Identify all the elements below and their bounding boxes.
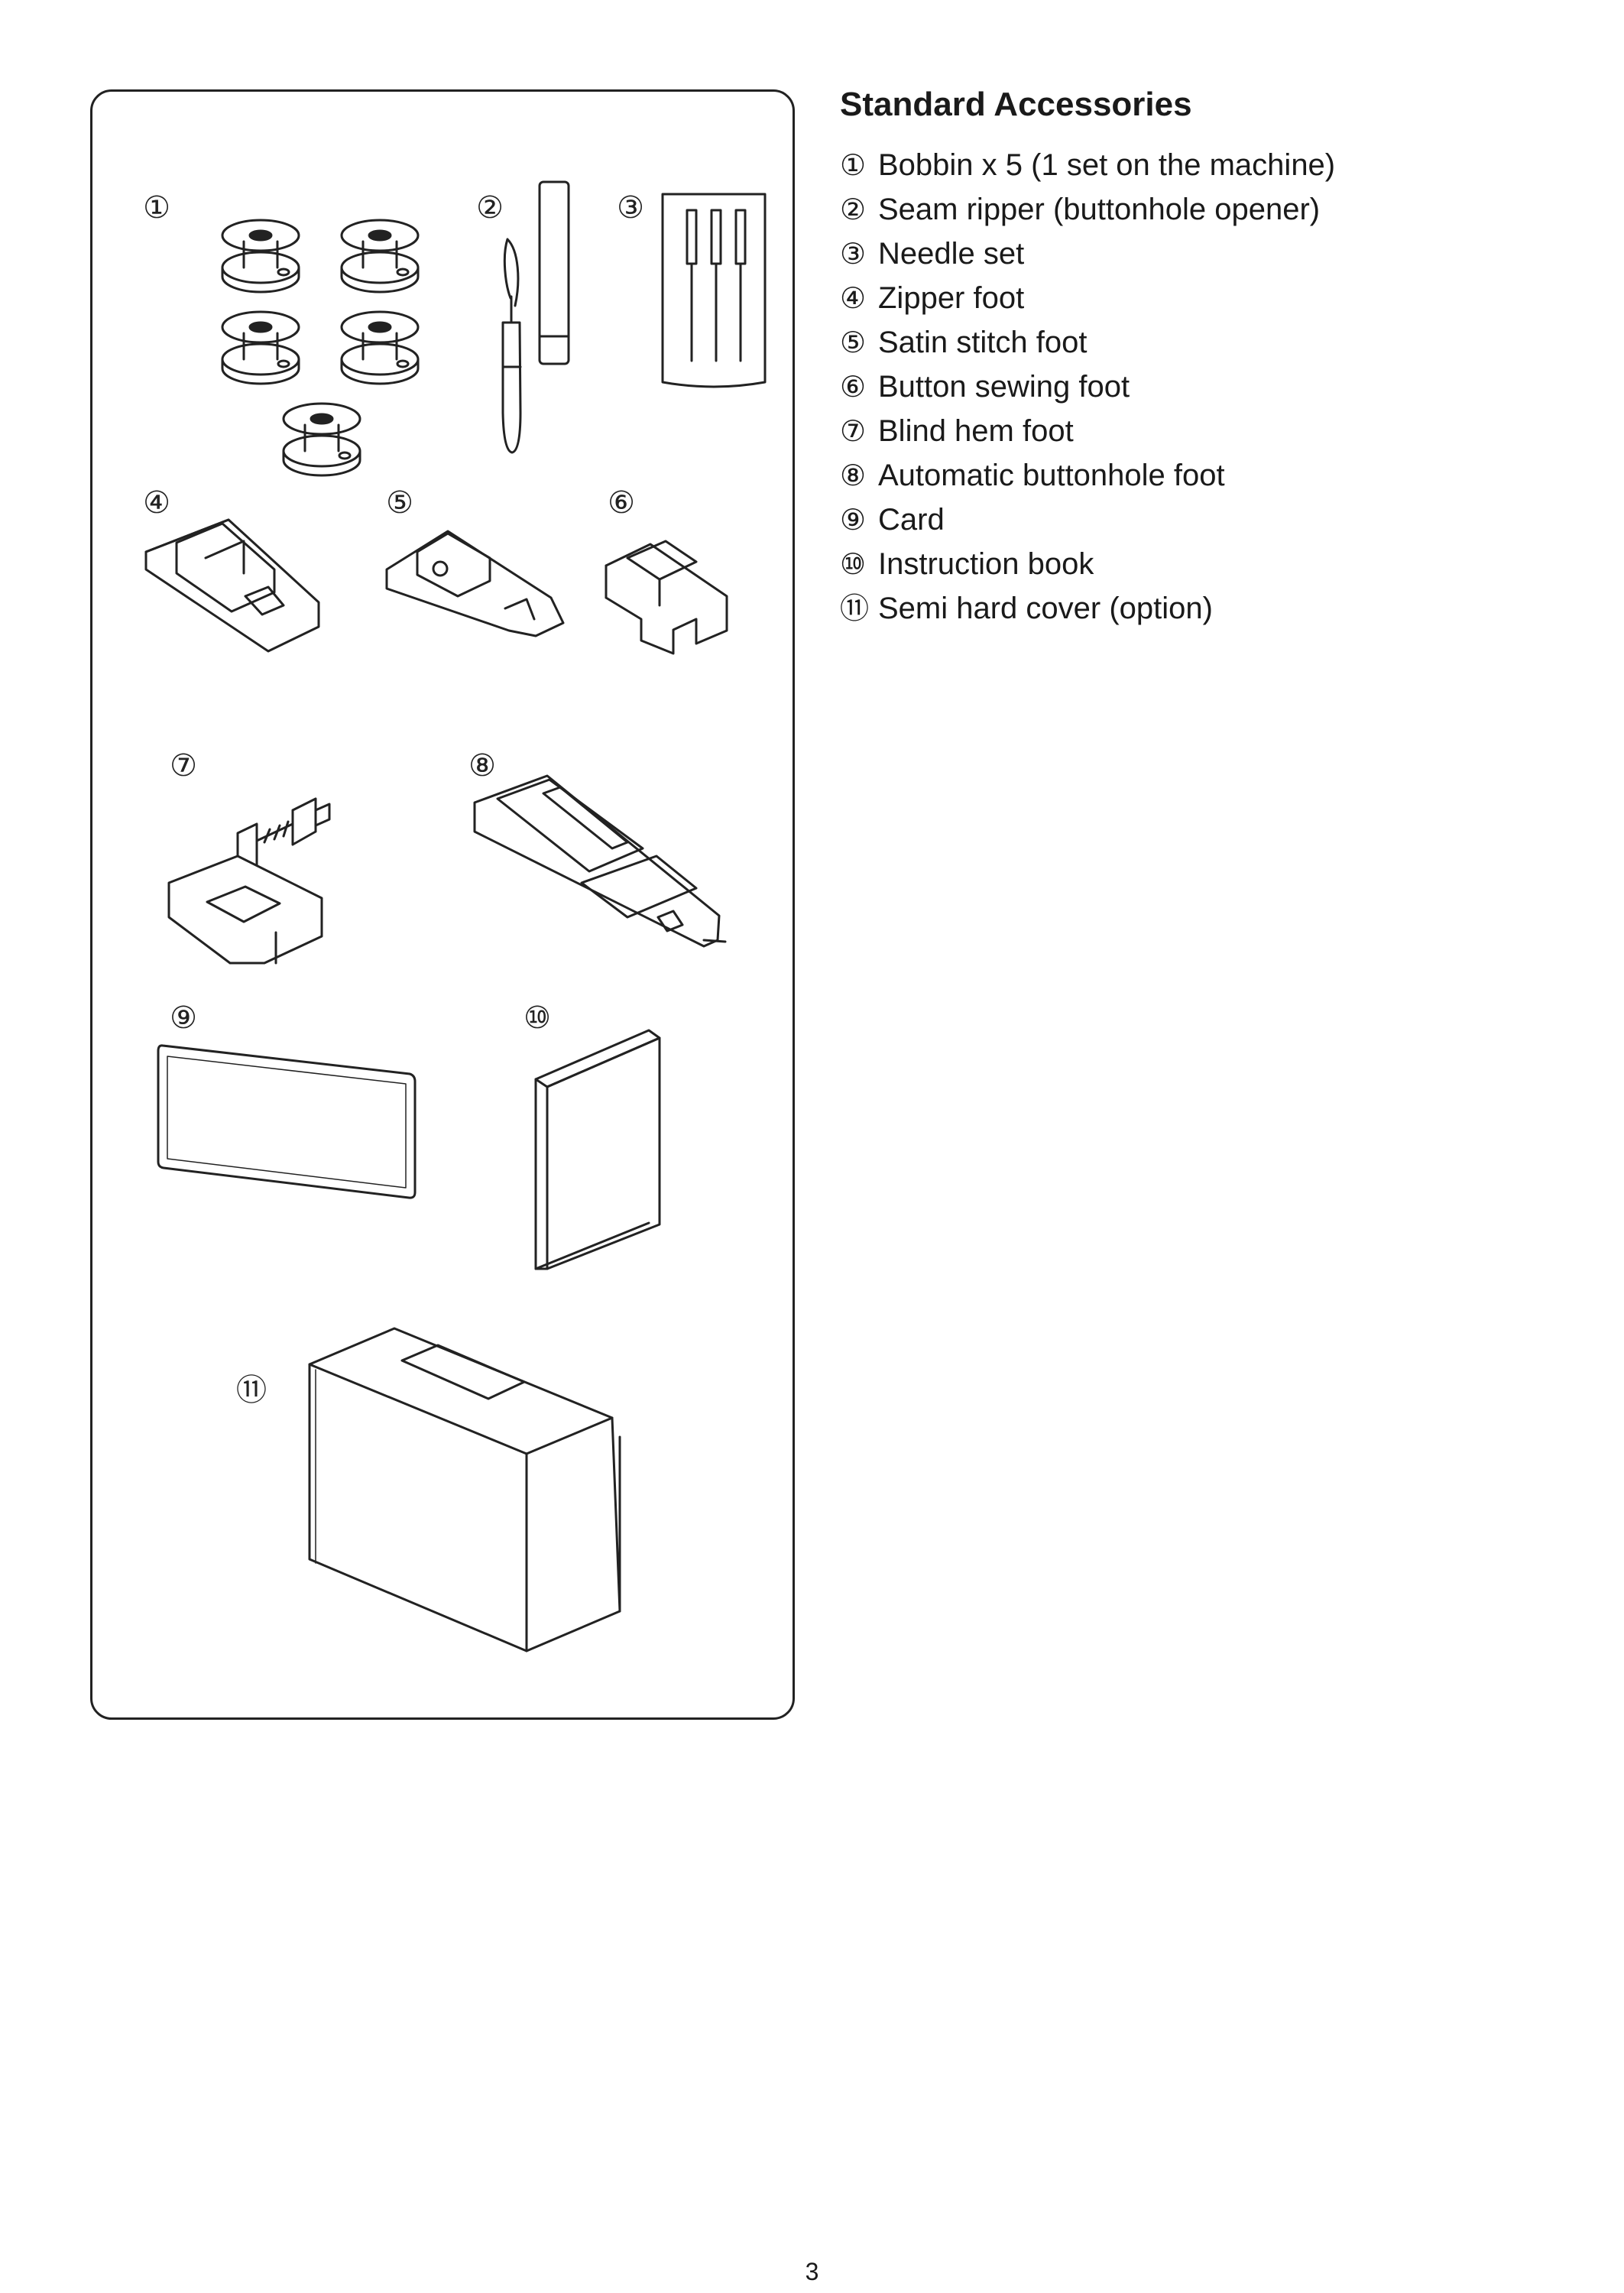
card-illustration [157, 1044, 417, 1199]
list-item: ⑤ Satin stitch foot [840, 320, 1335, 365]
item-label: Blind hem foot [878, 414, 1074, 448]
page-number: 3 [805, 2258, 819, 2285]
accessories-illustration-panel: ① ② ③ ④ ⑤ ⑥ ⑦ ⑧ ⑨ ⑩ ⑪ [90, 89, 795, 1720]
item-number: ⑨ [840, 503, 867, 537]
item-number: ③ [840, 237, 867, 271]
item-label: Zipper foot [878, 281, 1025, 315]
figure-marker-5: ⑤ [386, 485, 413, 521]
list-item: ⑨ Card [840, 498, 1335, 542]
item-number: ① [840, 148, 867, 182]
zipper-foot-illustration [144, 518, 320, 653]
figure-marker-10: ⑩ [524, 1001, 551, 1036]
section-title: Standard Accessories [840, 86, 1192, 123]
list-item: ① Bobbin x 5 (1 set on the machine) [840, 143, 1335, 187]
list-item: ⑧ Automatic buttonhole foot [840, 453, 1335, 498]
item-label: Needle set [878, 237, 1025, 271]
item-number: ② [840, 193, 867, 226]
blind-hem-foot-illustration [167, 797, 331, 965]
accessory-list: ① Bobbin x 5 (1 set on the machine) ② Seam… [840, 143, 1335, 631]
figure-marker-1: ① [143, 190, 170, 225]
item-number: ⑪ [840, 592, 870, 625]
figure-marker-4: ④ [143, 485, 170, 521]
figure-marker-3: ③ [617, 190, 644, 225]
figure-marker-9: ⑨ [170, 1001, 197, 1036]
item-label: Instruction book [878, 547, 1094, 581]
list-item: ⑩ Instruction book [840, 542, 1335, 586]
item-label: Bobbin x 5 (1 set on the machine) [878, 148, 1336, 182]
semi-hard-cover-illustration [308, 1327, 621, 1652]
list-item: ② Seam ripper (buttonhole opener) [840, 187, 1335, 232]
list-item: ④ Zipper foot [840, 276, 1335, 320]
item-label: Satin stitch foot [878, 326, 1088, 359]
item-label: Card [878, 503, 945, 537]
list-item: ③ Needle set [840, 232, 1335, 276]
item-number: ⑩ [840, 547, 867, 581]
item-label: Seam ripper (buttonhole opener) [878, 193, 1321, 226]
item-label: Automatic buttonhole foot [878, 459, 1225, 492]
list-item: ⑥ Button sewing foot [840, 365, 1335, 409]
figure-marker-11: ⑪ [236, 1373, 267, 1408]
item-number: ⑤ [840, 326, 867, 359]
seam-ripper-illustration [501, 180, 570, 454]
satin-stitch-foot-illustration [385, 530, 565, 637]
item-label: Semi hard cover (option) [878, 592, 1213, 625]
automatic-buttonhole-foot-illustration [473, 774, 727, 948]
figure-marker-6: ⑥ [608, 485, 635, 521]
instruction-book-illustration [534, 1029, 661, 1270]
figure-marker-7: ⑦ [170, 748, 197, 783]
item-label: Button sewing foot [878, 370, 1130, 404]
item-number: ⑧ [840, 459, 867, 492]
figure-marker-2: ② [476, 190, 504, 225]
item-number: ④ [840, 281, 867, 315]
figure-marker-8: ⑧ [468, 748, 496, 783]
item-number: ⑥ [840, 370, 867, 404]
item-number: ⑦ [840, 414, 867, 448]
button-sewing-foot-illustration [605, 540, 728, 655]
needle-set-illustration [661, 193, 767, 388]
bobbins-illustration [221, 219, 420, 477]
list-item: ⑦ Blind hem foot [840, 409, 1335, 453]
